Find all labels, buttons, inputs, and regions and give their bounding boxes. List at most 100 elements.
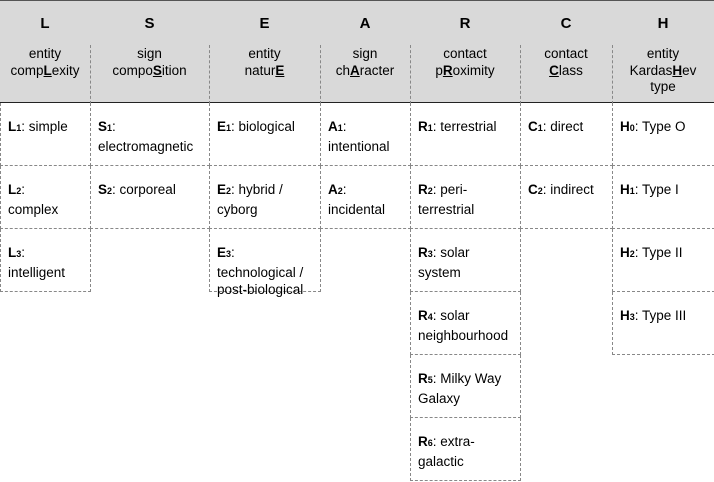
cell-code: R bbox=[418, 182, 428, 197]
header-divider bbox=[209, 45, 210, 104]
cell-text: : bbox=[112, 119, 116, 134]
cell-code: L bbox=[8, 245, 17, 260]
cell-text: : bbox=[21, 245, 26, 260]
cell-text: : peri- bbox=[432, 182, 468, 197]
cell-text-continued: system bbox=[418, 264, 461, 280]
cell-code-index: 2 bbox=[16, 186, 22, 196]
cell-code-index: 2 bbox=[629, 249, 635, 259]
table-cell-h2: H2: Type II bbox=[612, 229, 714, 292]
header-label-line2: chAracter bbox=[320, 63, 410, 80]
table-cell-s2: S2: corporeal bbox=[90, 166, 210, 229]
cell-text-continued: galactic bbox=[418, 453, 464, 469]
cell-text-continued: cyborg bbox=[217, 201, 258, 217]
cell-code: L bbox=[8, 182, 17, 197]
cell-code-index: 1 bbox=[537, 123, 543, 133]
cell-text-continued: technological / bbox=[217, 264, 304, 280]
header-letter: H bbox=[657, 15, 669, 32]
cell-code-index: 1 bbox=[107, 123, 113, 133]
header-label-key-letter: A bbox=[350, 62, 360, 78]
cell-code-index: 1 bbox=[427, 123, 433, 133]
cell-text: : bbox=[231, 245, 235, 260]
header-label-line1: sign bbox=[137, 46, 162, 61]
header-label-line2: compoSition bbox=[90, 63, 209, 80]
header-label-key-letter: C bbox=[549, 62, 559, 78]
cell-code-index: 2 bbox=[337, 186, 343, 196]
cell-code-index: 2 bbox=[537, 186, 543, 196]
table-cell-a2: A2:incidental bbox=[320, 166, 411, 229]
header-label-line1: sign bbox=[352, 46, 378, 61]
table-cell-e3: E3:technological /post-biological bbox=[209, 229, 321, 297]
header-label-suffix: ev bbox=[682, 62, 697, 78]
cell-code: H bbox=[620, 308, 630, 323]
table-cell-r6: R6: extra-galactic bbox=[410, 418, 521, 481]
header-letter: C bbox=[560, 15, 572, 32]
table-cell-a1: A1:intentional bbox=[320, 103, 411, 166]
table-cell-e2: E2: hybrid /cyborg bbox=[209, 166, 321, 229]
header-label-key-letter: S bbox=[152, 62, 162, 78]
cell-code-index: 1 bbox=[337, 123, 343, 133]
cell-code-index: 3 bbox=[427, 249, 433, 259]
cell-text: : hybrid / bbox=[231, 182, 283, 197]
cell-code: C bbox=[528, 182, 538, 197]
header-label-line3: type bbox=[650, 79, 676, 94]
cell-text: : Milky Way bbox=[432, 371, 502, 386]
cell-code-index: 2 bbox=[107, 186, 113, 196]
cell-code-index: 3 bbox=[16, 249, 22, 259]
cell-code-index: 3 bbox=[226, 249, 232, 259]
header-label-prefix: natur bbox=[244, 62, 276, 78]
header-divider bbox=[90, 45, 91, 104]
header-label-line2: Class bbox=[520, 63, 612, 80]
cell-code-index: 3 bbox=[629, 312, 635, 322]
cell-text: : Type O bbox=[634, 119, 686, 134]
header-label-line2: KardasHev bbox=[612, 63, 714, 80]
cell-text-continued: intelligent bbox=[8, 264, 66, 280]
header-label-key-letter: R bbox=[442, 62, 453, 78]
header-label-suffix: racter bbox=[359, 62, 395, 78]
header-label-line2: pRoximity bbox=[410, 63, 520, 80]
table-cell-h0: H0: Type O bbox=[612, 103, 714, 166]
cell-code: H bbox=[620, 119, 630, 134]
cell-code: R bbox=[418, 371, 428, 386]
header-label-line1: contact bbox=[544, 46, 588, 61]
table-cell-l3: L3: intelligent bbox=[0, 229, 91, 292]
header-label-suffix: ition bbox=[161, 62, 187, 78]
header-label-suffix: oximity bbox=[452, 62, 495, 78]
cell-code: H bbox=[620, 182, 630, 197]
cell-code: S bbox=[98, 182, 108, 197]
header-label: entity compLexity bbox=[0, 46, 90, 79]
cell-code: E bbox=[217, 182, 227, 197]
header-letter: L bbox=[40, 15, 50, 32]
header-label-line1: entity bbox=[248, 46, 281, 61]
cell-code: C bbox=[528, 119, 538, 134]
cell-text: : Type I bbox=[634, 182, 679, 197]
cell-code: A bbox=[328, 119, 338, 134]
header-label-prefix: compo bbox=[112, 62, 153, 78]
table-cell-h3: H3: Type III bbox=[612, 292, 714, 355]
cell-code-index: 1 bbox=[226, 123, 232, 133]
cell-code: E bbox=[217, 119, 227, 134]
header-divider bbox=[410, 45, 411, 104]
header-label-key-letter: L bbox=[43, 62, 52, 78]
header-label-line2: compLexity bbox=[0, 63, 90, 80]
cell-text: : bbox=[342, 182, 347, 197]
cell-text-continued: Galaxy bbox=[418, 390, 461, 406]
cell-text: : terrestrial bbox=[432, 119, 497, 134]
header-label-suffix: lass bbox=[558, 62, 583, 78]
cell-text: : biological bbox=[231, 119, 295, 134]
cell-code: R bbox=[418, 245, 428, 260]
cell-code-index: 6 bbox=[427, 438, 433, 448]
cell-text-continued: terrestrial bbox=[418, 201, 475, 217]
header-label-line1: entity bbox=[28, 46, 62, 61]
header-label-line2: naturE bbox=[209, 63, 320, 80]
header-letter: E bbox=[259, 15, 270, 32]
header-label-prefix: p bbox=[435, 62, 443, 78]
cell-code: H bbox=[620, 245, 630, 260]
cell-code-index: 4 bbox=[427, 312, 433, 322]
cell-text: : bbox=[21, 182, 26, 197]
header-label-prefix: Kardas bbox=[629, 62, 673, 78]
cell-text: : Type III bbox=[634, 308, 687, 323]
